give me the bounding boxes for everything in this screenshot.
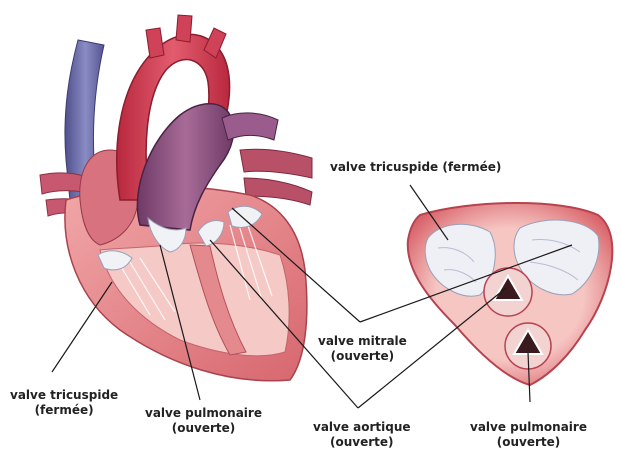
label-mitral-line2: (ouverte) xyxy=(318,349,407,364)
leader-tricuspid-left xyxy=(52,282,112,372)
label-pulmonary-right-line1: valve pulmonaire xyxy=(470,420,587,435)
label-tricuspid-right-line1: valve tricuspide (fermée) xyxy=(330,160,501,175)
aortic-valve-top xyxy=(484,268,532,316)
label-pulmonary-valve-right: valve pulmonaire (ouverte) xyxy=(470,420,587,450)
label-pulmonary-left-line1: valve pulmonaire xyxy=(145,406,262,421)
label-aortic-line2: (ouverte) xyxy=(313,435,411,450)
label-pulmonary-left-line2: (ouverte) xyxy=(145,421,262,436)
label-pulmonary-right-line2: (ouverte) xyxy=(470,435,587,450)
label-mitral-valve: valve mitrale (ouverte) xyxy=(318,334,407,364)
label-tricuspid-valve-left: valve tricuspide (fermée) xyxy=(10,388,118,418)
label-pulmonary-valve-left: valve pulmonaire (ouverte) xyxy=(145,406,262,436)
label-tricuspid-left-line2: (fermée) xyxy=(10,403,118,418)
label-aortic-valve: valve aortique (ouverte) xyxy=(313,420,411,450)
label-tricuspid-valve-right: valve tricuspide (fermée) xyxy=(330,160,501,175)
label-aortic-line1: valve aortique xyxy=(313,420,411,435)
label-mitral-line1: valve mitrale xyxy=(318,334,407,349)
pulmonary-branch xyxy=(222,113,278,140)
label-tricuspid-left-line1: valve tricuspide xyxy=(10,388,118,403)
heart-cross-section xyxy=(40,15,312,381)
